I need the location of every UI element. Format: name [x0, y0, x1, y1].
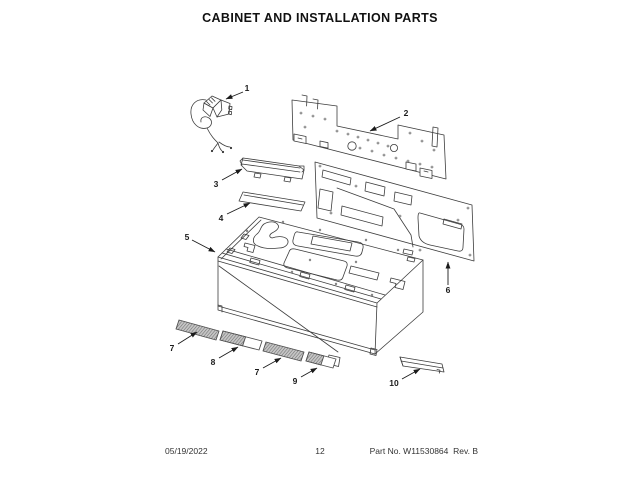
- part-7-grille-strip-right: [262, 341, 305, 362]
- callout-7: 7: [255, 357, 282, 377]
- callout-3: 3: [214, 168, 243, 189]
- callout-number: 7: [170, 343, 175, 353]
- footer-page-number: 12: [315, 446, 325, 456]
- page-title: CABINET AND INSTALLATION PARTS: [202, 11, 438, 25]
- callout-leader-arrow: [221, 168, 243, 181]
- plate-hole-dots: [299, 111, 436, 169]
- panel-hole-dots: [318, 164, 472, 257]
- footer-date: 05/19/2022: [165, 446, 208, 456]
- callout-leader-arrow: [225, 91, 244, 100]
- callout-leader-arrow: [226, 202, 251, 215]
- callout-2: 2: [369, 108, 409, 132]
- part-10-plate-drawing: [399, 356, 445, 374]
- callout-7: 7: [170, 331, 198, 353]
- callout-10: 10: [389, 368, 421, 388]
- callout-number: 9: [293, 376, 298, 386]
- callouts-layer: 1 2 3 4 5 6 7 8 7 9 10: [170, 83, 451, 388]
- callout-1: 1: [225, 83, 250, 100]
- callout-number: 2: [404, 108, 409, 118]
- callout-leader-arrow: [369, 116, 401, 132]
- grille-strips-drawing: [175, 319, 337, 369]
- cabinet-screw-dots: [245, 220, 400, 297]
- callout-number: 4: [219, 213, 224, 223]
- callout-number: 10: [389, 378, 399, 388]
- callout-number: 5: [185, 232, 190, 242]
- part-6-rear-panel-drawing: [314, 161, 475, 262]
- footer: 05/19/2022 12 Part No. W11530864 Rev. B: [0, 446, 640, 460]
- callout-leader-arrow: [177, 331, 198, 345]
- part-7-grille-strip-left: [175, 319, 220, 341]
- callout-leader-arrow: [401, 368, 421, 380]
- callout-8: 8: [211, 346, 239, 367]
- callout-number: 8: [211, 357, 216, 367]
- callout-leader-arrow: [262, 357, 282, 369]
- callout-leader-arrow: [191, 239, 216, 253]
- part-1-power-cord-drawing: [190, 95, 233, 154]
- part-2-mounting-plate-drawing: [291, 94, 447, 180]
- callout-number: 1: [245, 83, 250, 93]
- part-3-vent-deflector-drawing: [239, 157, 305, 183]
- callout-leader-arrow: [218, 346, 239, 359]
- callout-6: 6: [445, 261, 451, 295]
- callout-4: 4: [219, 202, 251, 223]
- callout-number: 7: [255, 367, 260, 377]
- part-4-flat-panel-drawing: [238, 191, 306, 212]
- callout-number: 6: [446, 285, 451, 295]
- callout-leader-arrow: [300, 367, 318, 378]
- callout-5: 5: [185, 232, 216, 253]
- footer-part-number: Part No. W11530864 Rev. B: [369, 446, 478, 456]
- callout-9: 9: [293, 367, 318, 386]
- part-8-grille-strip: [219, 330, 263, 351]
- callout-number: 3: [214, 179, 219, 189]
- part-9-grille-strip: [305, 351, 337, 369]
